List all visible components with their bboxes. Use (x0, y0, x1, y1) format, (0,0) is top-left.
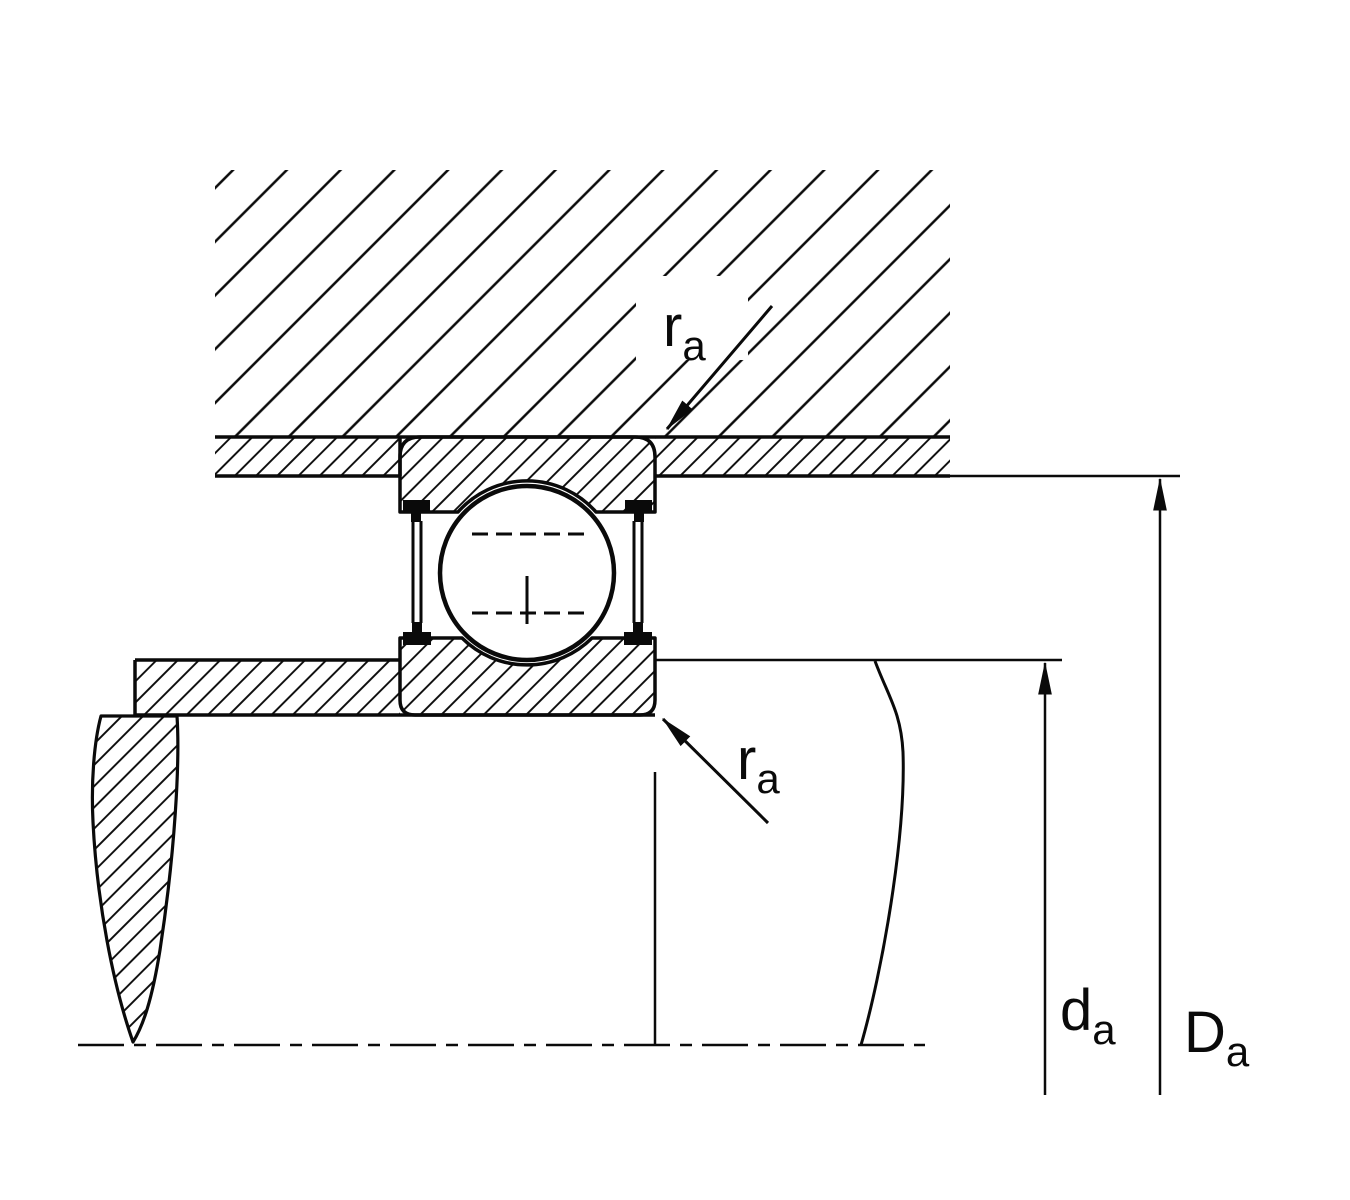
seal-left (401, 498, 433, 647)
shaft-shoulder-hatch (135, 660, 400, 715)
label-Da: Da (1184, 1000, 1250, 1075)
shaft-contour-line (859, 660, 905, 1046)
label-ra-top-backdrop (636, 276, 748, 360)
shaft-fillet-lobe (90, 714, 180, 1044)
reference-lines (78, 772, 925, 1047)
housing-shoulder-right-hatch (655, 437, 950, 476)
label-ra-bottom: ra (737, 727, 780, 802)
seal-right (622, 498, 654, 647)
shaft-section (90, 658, 905, 1046)
housing-block-hatch (215, 170, 950, 437)
leader-ra-bottom (661, 717, 770, 825)
bearing-inner-ring (398, 636, 657, 717)
label-ra-top: ra (663, 294, 706, 369)
bearing-ball (437, 483, 617, 663)
leader-ra-top (665, 305, 774, 431)
label-ra-top-main: r (663, 294, 682, 359)
label-da-main: d (1060, 978, 1092, 1043)
label-Da-sub: a (1226, 1028, 1250, 1075)
label-ra-top-sub: a (682, 322, 706, 369)
label-ra-bottom-sub: a (756, 755, 780, 802)
label-da-sub: a (1092, 1006, 1116, 1053)
label-ra-bottom-main: r (737, 727, 756, 792)
housing-shoulder-left-hatch (215, 437, 400, 476)
bearing-cross-section (398, 435, 657, 717)
dimensions: da Da ra ra (636, 276, 1250, 1095)
label-Da-main: D (1184, 1000, 1226, 1065)
housing-section (215, 170, 950, 478)
label-da: da (1060, 978, 1116, 1053)
